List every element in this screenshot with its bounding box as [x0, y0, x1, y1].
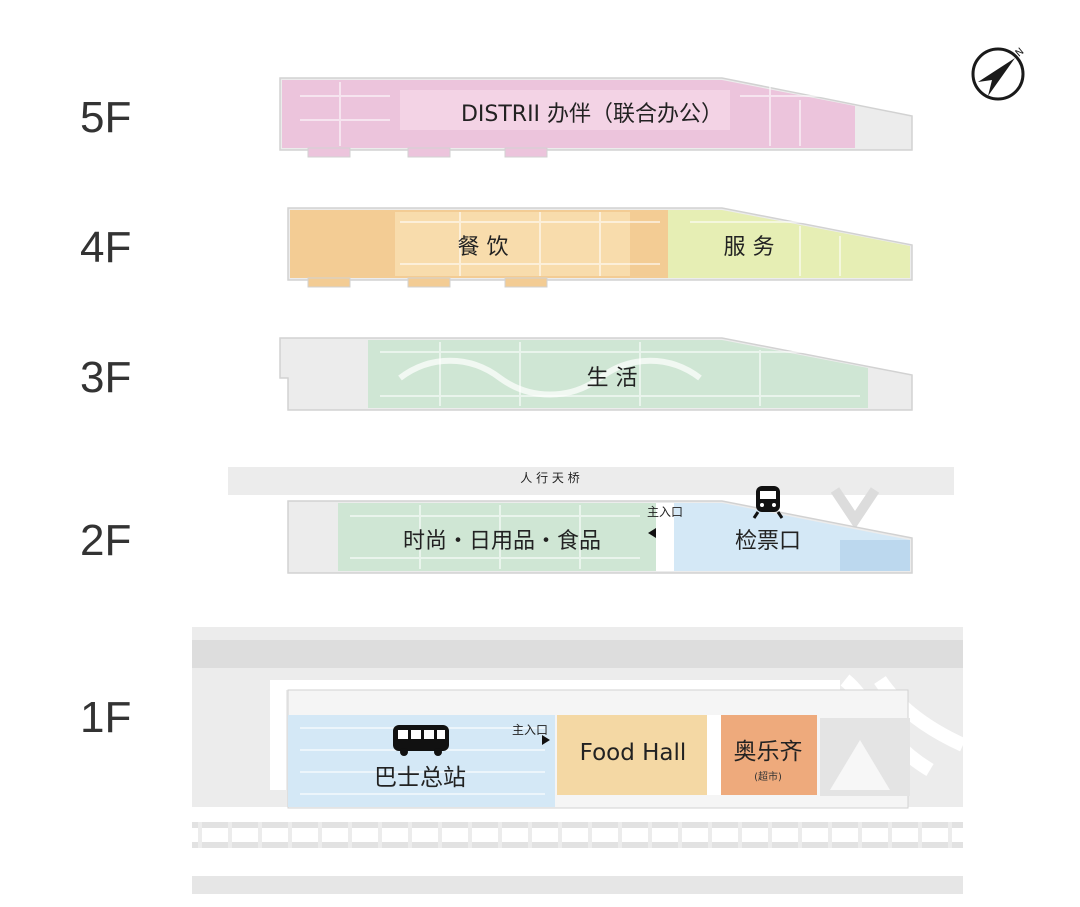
floor-label-4f: 4F: [80, 223, 131, 272]
entrance-arrow-left-icon: [648, 528, 656, 538]
floor-label-5f: 5F: [80, 93, 131, 142]
entrance-label-1f: 主入口: [512, 723, 548, 737]
zone-label-service: 服 务: [724, 235, 775, 260]
zone-label-aldi: 奥乐齐: [734, 739, 803, 765]
floor-label-3f: 3F: [80, 353, 131, 402]
zone-label-bus-terminal: 巴士总站: [374, 765, 466, 791]
zone-living: [368, 340, 868, 408]
entrance-arrow-right-icon: [542, 735, 550, 745]
zone-fashion: [338, 503, 656, 571]
zone-sublabel-aldi: (超市): [754, 770, 782, 783]
zone-food-hall: [557, 715, 707, 795]
bridge-label: 人 行 天 桥: [520, 471, 579, 485]
pedestrian-bridge: 人 行 天 桥: [228, 467, 954, 530]
railway-tracks: [192, 822, 963, 894]
floor-plan-4f: 餐 饮 服 务: [287, 207, 913, 288]
zone-label-fashion: 时尚・日用品・食品: [403, 529, 601, 554]
bus-icon: [393, 725, 449, 756]
floor-plan-2f: 时尚・日用品・食品 主入口 检票口: [287, 486, 913, 574]
floor-plan-1f: 巴士总站 Food Hall 奥乐齐 (超市) 主入口: [192, 627, 966, 894]
zone-label-ticket-gate: 检票口: [735, 529, 801, 554]
train-icon: [752, 486, 784, 519]
zone-label-coworking: DISTRII 办伴（联合办公）: [461, 102, 723, 127]
zone-label-dining: 餐 饮: [458, 235, 509, 260]
zone-aldi: [721, 715, 817, 795]
floor-label-1f: 1F: [80, 693, 131, 742]
floor-plan-5f: DISTRII 办伴（联合办公）: [279, 77, 913, 158]
zone-service: [668, 210, 910, 278]
compass-north-icon: N: [971, 46, 1026, 101]
entrance-label-2f: 主入口: [647, 505, 683, 519]
floor-label-2f: 2F: [80, 516, 131, 565]
zone-label-living: 生 活: [587, 366, 638, 391]
zone-label-food-hall: Food Hall: [580, 740, 687, 766]
floor-plan-3f: 生 活: [279, 337, 913, 411]
